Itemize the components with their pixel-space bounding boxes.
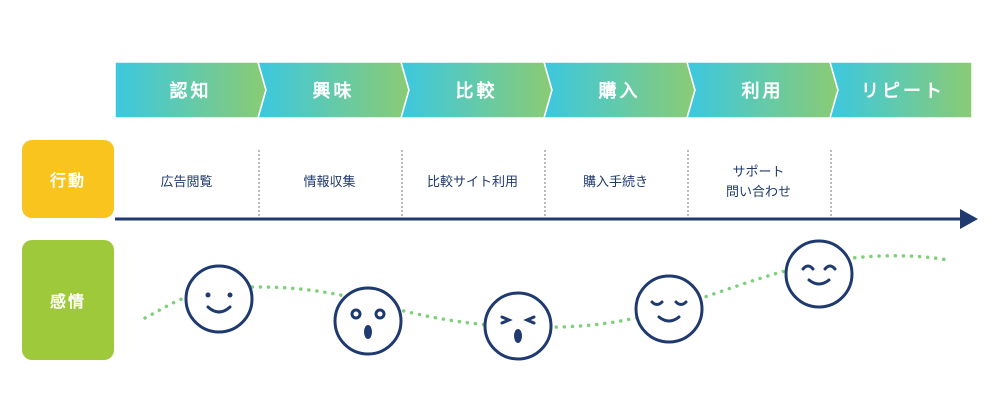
timeline-arrowhead (960, 209, 978, 229)
stage-label: 認知 (169, 81, 212, 102)
stage-label: 比較 (455, 81, 498, 102)
action-item: サポート 問い合わせ (687, 150, 830, 216)
action-text: 購入手続き (582, 175, 648, 190)
row-label-emotion: 感情 (22, 240, 114, 360)
action-text: 情報収集 (303, 175, 356, 190)
action-text: 広告閲覧 (160, 175, 213, 190)
action-item: 広告閲覧 (115, 150, 258, 216)
action-item: 情報収集 (258, 150, 401, 216)
stage-label: 利用 (741, 81, 784, 102)
emotion-face-smile-icon (184, 264, 254, 334)
stage-divider (830, 150, 832, 216)
action-text: サポート 問い合わせ (725, 165, 791, 200)
stage-divider (258, 150, 260, 216)
stage-label: 興味 (312, 81, 355, 102)
stage-divider (401, 150, 403, 216)
stage-divider (687, 150, 689, 216)
row-label-action: 行動 (22, 140, 114, 218)
emotion-face-surprised-icon (333, 286, 403, 356)
stage-label: 購入 (598, 81, 641, 102)
emotion-face-frustrated-icon (483, 291, 553, 361)
action-text: 比較サイト利用 (426, 175, 518, 190)
stage-chevron (829, 61, 973, 119)
stage-label: リピート (861, 81, 945, 102)
action-item: 比較サイト利用 (401, 150, 544, 216)
emotion-face-content-icon (634, 274, 704, 344)
stage-divider (544, 150, 546, 216)
action-item: 購入手続き (544, 150, 687, 216)
emotion-face-happy-icon (784, 239, 854, 309)
